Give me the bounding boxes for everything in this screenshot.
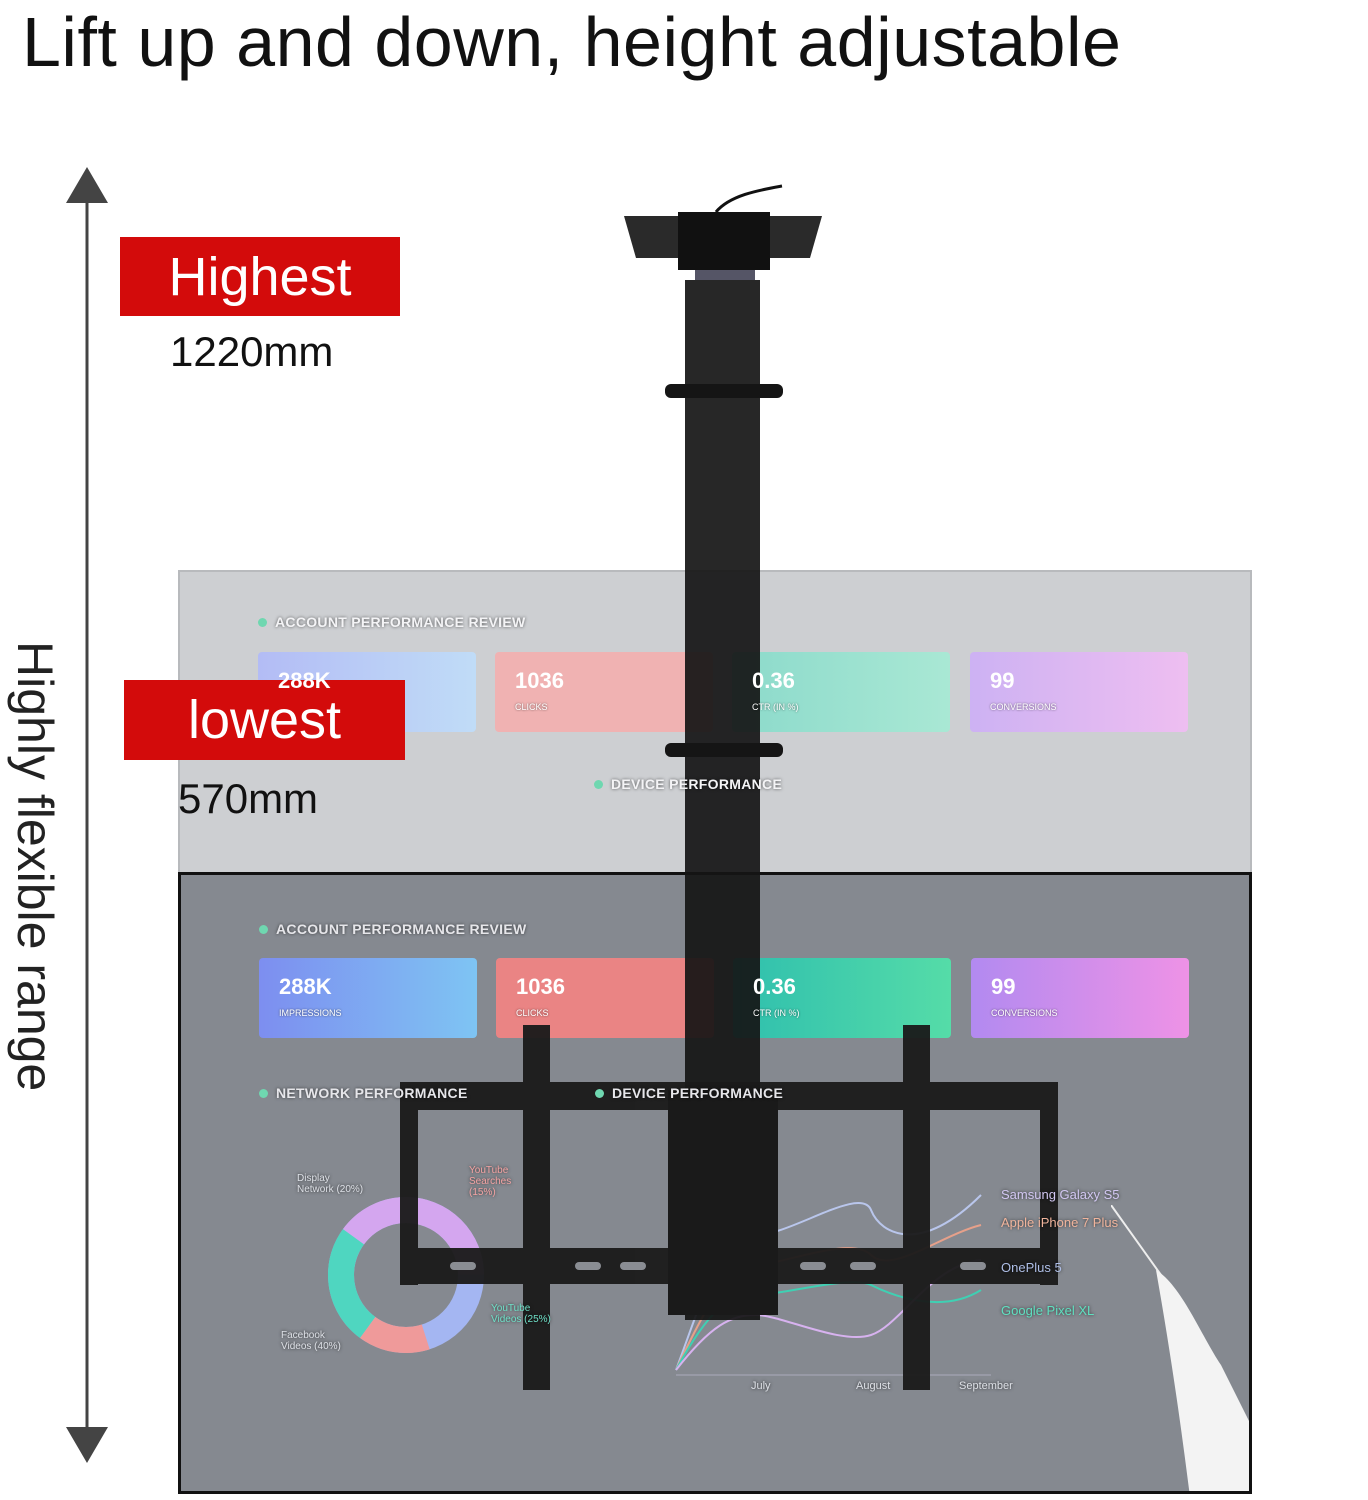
range-label: Highly flexible range	[7, 641, 63, 1092]
legend-item: Samsung Galaxy S5	[1001, 1187, 1120, 1202]
month-label: August	[856, 1380, 891, 1392]
presenter-hand	[1111, 1205, 1249, 1491]
legend-item: Google Pixel XL	[1001, 1303, 1095, 1318]
donut-label: YouTube Videos (25%)	[491, 1303, 551, 1325]
month-label: September	[959, 1380, 1013, 1392]
highest-value: 1220mm	[170, 328, 334, 375]
donut-label: Display Network (20%)	[297, 1173, 364, 1195]
legend-item: OnePlus 5	[1001, 1260, 1062, 1275]
range-arrow-icon	[66, 167, 108, 1463]
section-title: DEVICE PERFORMANCE	[594, 776, 782, 792]
lowest-badge: lowest	[124, 680, 405, 760]
section-title: DEVICE PERFORMANCE	[595, 1085, 783, 1101]
donut-label: YouTube Searches (15%)	[469, 1165, 512, 1198]
section-title: ACCOUNT PERFORMANCE REVIEW	[258, 614, 525, 630]
legend-item: Apple iPhone 7 Plus	[1001, 1215, 1119, 1230]
section-title: NETWORK PERFORMANCE	[259, 1085, 468, 1101]
section-title: ACCOUNT PERFORMANCE REVIEW	[259, 921, 526, 937]
donut-label: Facebook Videos (40%)	[281, 1330, 341, 1352]
headline: Lift up and down, height adjustable	[22, 3, 1122, 81]
lowest-value: 570mm	[178, 775, 319, 822]
highest-badge: Highest	[120, 237, 400, 316]
line-chart	[675, 1194, 991, 1376]
month-label: July	[751, 1380, 771, 1392]
